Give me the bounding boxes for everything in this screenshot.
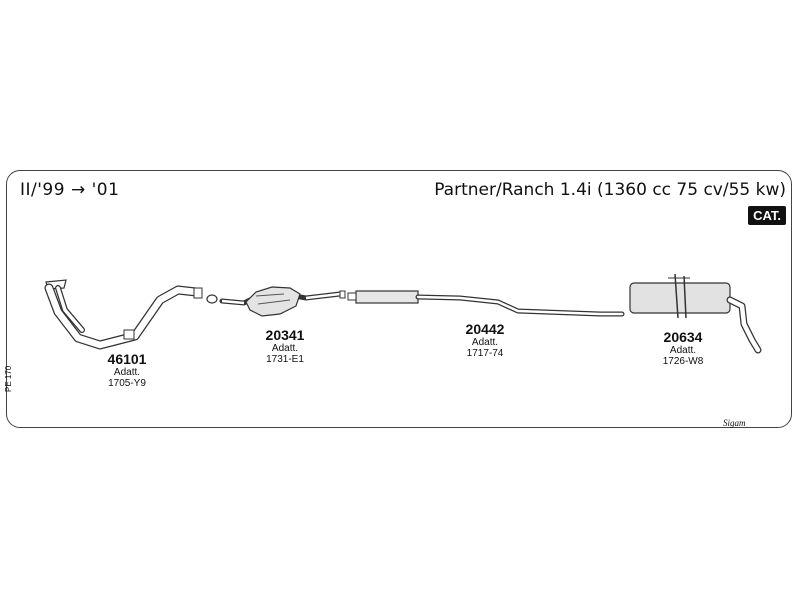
intermediate-pipe-part[interactable] [347,290,625,317]
part-number: 20341 [265,327,305,343]
part-20442: 20442 Adatt. 1717-74 [450,321,520,360]
part-46101: 46101 Adatt. 1705-Y9 [92,351,162,390]
part-ref: 1726-W8 [662,356,704,367]
part-number: 20442 [465,321,505,337]
catalyst-badge: CAT. [748,206,786,225]
part-number: 46101 [107,351,147,367]
part-20634: 20634 Adatt. 1726-W8 [648,329,718,368]
gasket-ring [206,294,218,304]
diagram-frame [6,170,792,428]
brand-label: Sigam [723,418,746,428]
rear-silencer-part[interactable] [629,273,762,354]
catalytic-converter-part[interactable] [219,286,346,317]
part-20341: 20341 Adatt. 1731-E1 [250,327,320,366]
part-label: Adatt. [471,337,499,348]
part-number: 20634 [663,329,703,345]
date-range: II/'99 → '01 [20,180,120,200]
front-pipe-part[interactable] [44,279,203,350]
part-label: Adatt. [669,345,697,356]
part-ref: 1705-Y9 [108,378,146,389]
vehicle-model-title: Partner/Ranch 1.4i (1360 cc 75 cv/55 kw) [434,180,786,200]
part-ref: 1717-74 [466,348,504,359]
part-ref: 1731-E1 [266,354,304,365]
part-label: Adatt. [271,343,299,354]
part-label: Adatt. [113,367,141,378]
